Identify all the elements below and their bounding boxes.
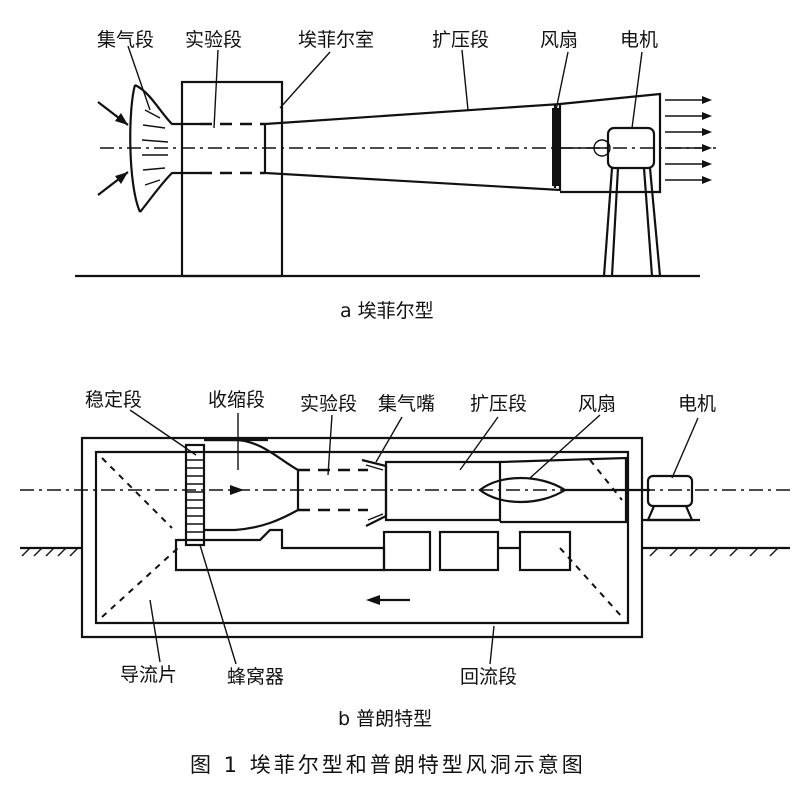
return-block-left [174,528,386,572]
label-honeycomb: 蜂窝器 [227,666,285,688]
outer-casing [80,436,644,639]
diffuser-a [263,102,562,192]
guide-vane-bottom-left [101,547,179,618]
leader-fan-a [555,51,569,111]
inlet-arrowhead-bottom [115,172,128,184]
ground-hatch-left [21,547,79,557]
label-motor-b: 电机 [678,393,717,415]
motor-stand [602,167,662,277]
label-diffuser-a: 扩压段 [432,29,490,51]
leader-diffuser-b [459,416,499,471]
ground-hatch-right [649,547,779,557]
motor-b [646,474,694,508]
label-eiffel-chamber: 埃菲尔室 [298,29,375,51]
leader-motor-b [671,417,699,479]
label-settling: 稳定段 [85,389,143,411]
honeycomb-cells [186,451,204,541]
label-diffuser-b: 扩压段 [470,393,528,415]
leader-diffuser-a [461,49,469,111]
figure-title: 图 1 埃菲尔型和普朗特型风洞示意图 [190,753,586,777]
label-collector-nozzle: 集气嘴 [378,393,436,415]
label-fan-b: 风扇 [578,393,617,415]
honeycomb [184,443,206,547]
fan-blade-a [552,108,559,186]
label-collector-a: 集气段 [97,29,155,51]
return-flow-arrowhead [366,595,380,605]
label-motor-a: 电机 [620,29,659,51]
label-test-section-b: 实验段 [300,393,358,415]
motor-base-b [646,505,694,522]
flow-arrowhead-b [230,485,244,495]
leader-guide-vanes [149,599,161,663]
leader-fan-b [529,414,601,479]
leader-collector [127,45,151,111]
leader-return [489,625,495,665]
collector-bell-inlet [129,84,142,213]
collector-bell-bottom [139,171,200,213]
eiffel-chamber-box [180,80,284,278]
leader-motor-a [631,51,643,129]
label-test-section-a: 实验段 [185,29,243,51]
leader-test-section-a [213,49,219,129]
collector-hatch [141,109,169,186]
guide-vane-top-right [589,459,623,501]
inlet-arrowhead-top [115,113,128,125]
label-contraction: 收缩段 [208,389,266,411]
guide-vane-top-left [101,457,173,529]
collector-nozzle-lips [365,464,384,521]
leader-eiffel [279,51,331,109]
prandtl-diagram [20,409,790,665]
return-block-2 [438,530,500,572]
outlet-arrows [665,96,712,184]
label-return-section: 回流段 [460,666,518,688]
label-guide-vanes: 导流片 [120,664,178,686]
collector-bell-top [134,84,200,126]
leader-settling [129,409,197,456]
contraction-b [204,438,300,532]
caption-b: b 普朗特型 [338,708,433,730]
label-fan-a: 风扇 [540,29,579,51]
inner-wall [94,450,630,625]
return-block-1 [382,530,432,572]
caption-a: a 埃菲尔型 [340,300,434,322]
return-block-3 [518,530,572,572]
leader-test-section-b [327,414,333,476]
leader-honeycomb [199,544,237,665]
eiffel-diagram [75,45,720,278]
leader-collector-nozzle [375,416,403,463]
